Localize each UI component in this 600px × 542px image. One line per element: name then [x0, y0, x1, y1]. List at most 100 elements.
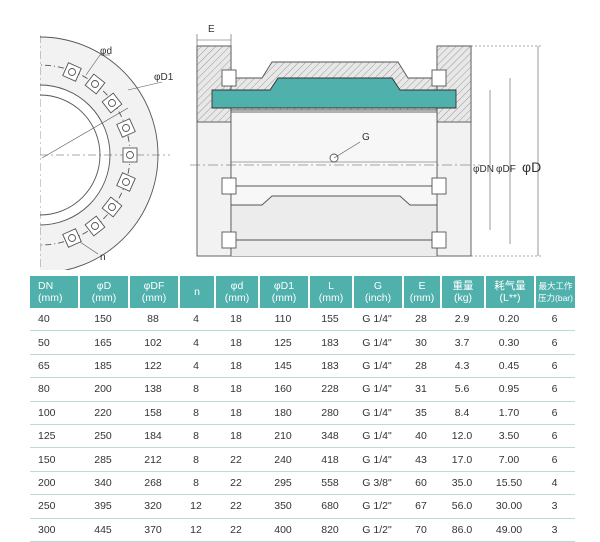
table-cell: 155: [308, 308, 352, 332]
table-cell: G 1/4": [352, 378, 402, 402]
label-e: E: [208, 24, 215, 35]
table-cell: 122: [128, 355, 178, 379]
table-cell: 28: [402, 355, 440, 379]
column-header-text: φd: [230, 280, 244, 292]
table-cell: 445: [78, 519, 128, 542]
table-cell: 125: [30, 425, 78, 449]
column-header: L(mm): [308, 276, 352, 308]
table-cell: 210: [258, 425, 308, 449]
table-cell: G 1/4": [352, 402, 402, 425]
table-cell: 3: [534, 495, 575, 519]
table-cell: 3.7: [440, 331, 484, 355]
table-cell: 35.0: [440, 472, 484, 496]
table-cell: 8.4: [440, 402, 484, 425]
table-cell: G 1/4": [352, 331, 402, 355]
table-cell: 86.0: [440, 519, 484, 542]
table-cell: 165: [78, 331, 128, 355]
table-cell: 418: [308, 448, 352, 472]
column-header-text: (mm): [91, 292, 117, 304]
table-cell: 150: [30, 448, 78, 472]
table-cell: 183: [308, 331, 352, 355]
column-header: 重量(kg): [440, 276, 484, 308]
table-cell: 88: [128, 308, 178, 332]
table-cell: 17.0: [440, 448, 484, 472]
table-cell: G 1/4": [352, 448, 402, 472]
table-cell: 110: [258, 308, 308, 332]
column-header-text: E: [418, 280, 426, 292]
table-cell: 12.0: [440, 425, 484, 449]
column-header: 耗气量(L**): [484, 276, 534, 308]
table-cell: 4: [178, 308, 214, 332]
table-cell: 4: [178, 331, 214, 355]
label-d: φd: [100, 46, 112, 57]
table-cell: 6: [534, 448, 575, 472]
table-cell: 212: [128, 448, 178, 472]
table-cell: 1.70: [484, 402, 534, 425]
table-cell: 558: [308, 472, 352, 496]
table-cell: 12: [178, 519, 214, 542]
table-cell: 348: [308, 425, 352, 449]
table-cell: 280: [308, 402, 352, 425]
table-cell: 4: [178, 355, 214, 379]
table-cell: 60: [402, 472, 440, 496]
table-cell: G 1/2": [352, 495, 402, 519]
table-cell: 200: [78, 378, 128, 402]
column-header-text: n: [194, 286, 200, 298]
column-header-text: φDF: [143, 280, 165, 292]
tie-bolts: [221, 69, 447, 249]
table-cell: 5.6: [440, 378, 484, 402]
table-cell: 0.45: [484, 355, 534, 379]
table-cell: 70: [402, 519, 440, 542]
table-cell: 102: [128, 331, 178, 355]
body-bottom-housing: [230, 195, 438, 256]
table-cell: 185: [78, 355, 128, 379]
table-cell: 295: [258, 472, 308, 496]
table-cell: 18: [214, 425, 258, 449]
column-header-text: (mm): [38, 292, 63, 304]
column-header-text: (mm): [224, 292, 250, 304]
flange-end-view: [40, 35, 170, 270]
valve-side-section: [190, 34, 542, 257]
pinch-sleeve: [211, 77, 457, 109]
table-cell: 184: [128, 425, 178, 449]
column-header: 最大工作压力(bar): [534, 276, 575, 308]
column-header-text: (mm): [318, 292, 344, 304]
table-cell: 268: [128, 472, 178, 496]
table-cell: 300: [30, 519, 78, 542]
column-header: φd(mm): [214, 276, 258, 308]
table-cell: 6: [534, 425, 575, 449]
label-dn: φDN: [473, 164, 494, 175]
table-cell: 4.3: [440, 355, 484, 379]
table-cell: 228: [308, 378, 352, 402]
column-header-text: 压力(bar): [538, 293, 573, 303]
table-cell: 158: [128, 402, 178, 425]
column-header: φD(mm): [78, 276, 128, 308]
table-cell: 56.0: [440, 495, 484, 519]
column-header-text: L: [328, 280, 334, 292]
table-cell: 220: [78, 402, 128, 425]
table-cell: 6: [534, 402, 575, 425]
column-header-text: (mm): [409, 292, 435, 304]
table-cell: 18: [214, 331, 258, 355]
table-cell: 40: [402, 425, 440, 449]
table-cell: 18: [214, 308, 258, 332]
column-header-text: 耗气量: [494, 280, 526, 292]
table-cell: 40: [30, 308, 78, 332]
table-cell: 6: [534, 355, 575, 379]
column-header-text: (L**): [499, 292, 521, 304]
table-cell: 80: [30, 378, 78, 402]
table-cell: 0.30: [484, 331, 534, 355]
table-cell: 18: [214, 378, 258, 402]
table-cell: 2.9: [440, 308, 484, 332]
technical-drawing: φd φD1 n: [40, 24, 542, 270]
table-cell: 22: [214, 519, 258, 542]
column-header-text: (kg): [453, 292, 473, 304]
